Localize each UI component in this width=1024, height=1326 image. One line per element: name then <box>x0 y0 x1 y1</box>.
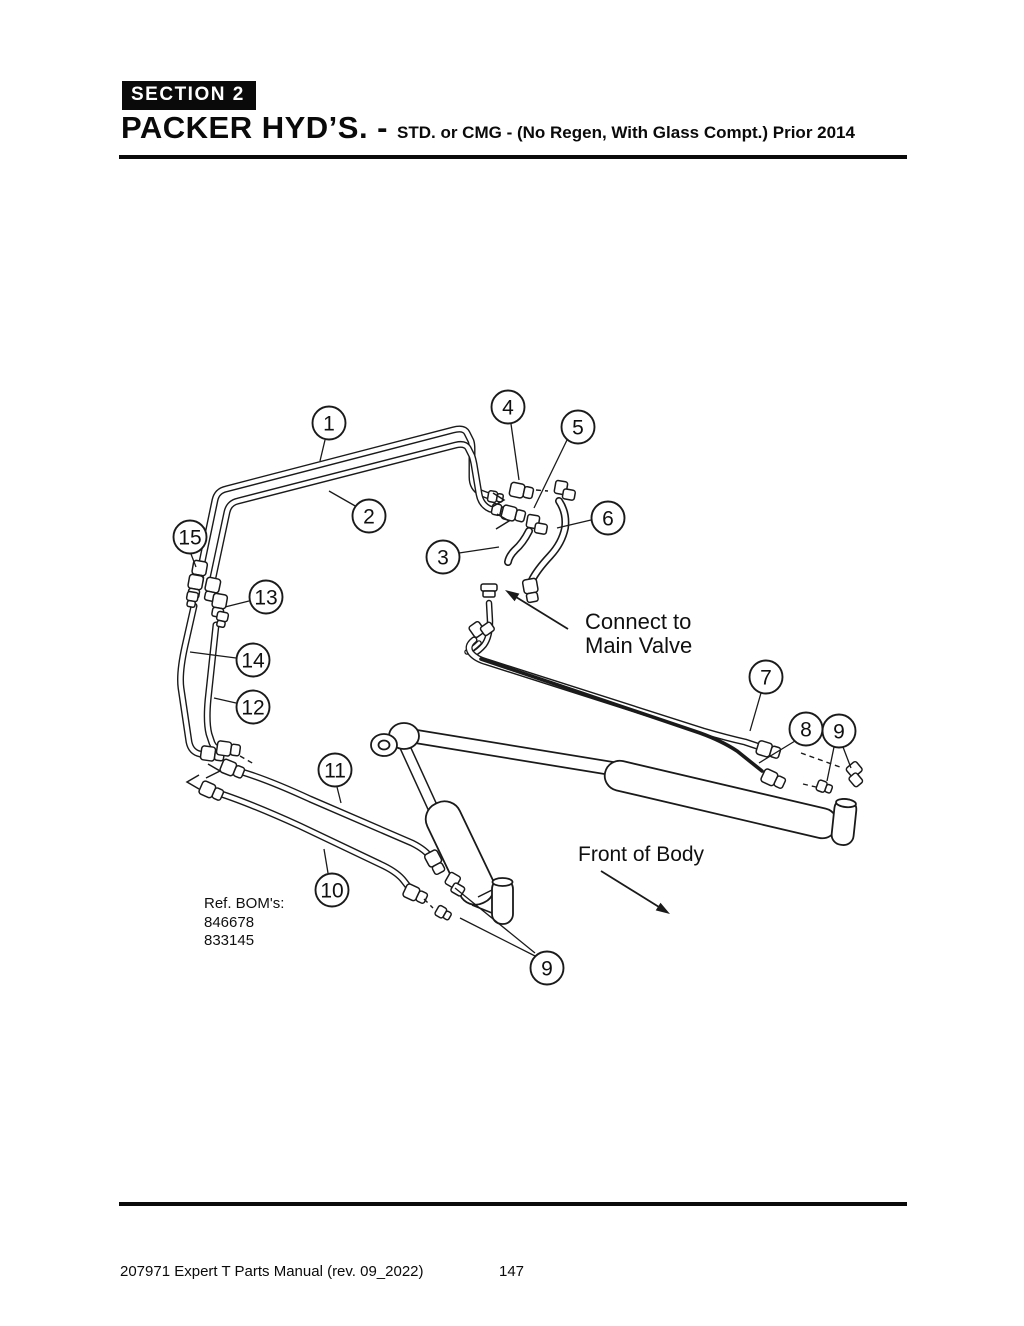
fitting-4 <box>508 481 535 502</box>
fitting-5 <box>499 503 528 525</box>
assembly-marks <box>185 489 841 909</box>
front-of-body-arrow <box>600 870 670 914</box>
page-title-subtitle: STD. or CMG - (No Regen, With Glass Comp… <box>397 123 855 142</box>
ref-bom-heading: Ref. BOM's: <box>204 895 285 912</box>
connect-label-line1: Connect to <box>585 609 692 634</box>
center-cylinder-body <box>424 800 496 906</box>
page-title-main: PACKER HYD’S. - <box>121 110 389 145</box>
callout-2: 2 <box>328 490 387 534</box>
fitting-6-bottom <box>521 577 541 604</box>
svg-text:15: 15 <box>178 527 201 550</box>
connect-label-line2: Main Valve <box>585 632 693 658</box>
fitting-9-right <box>814 778 835 796</box>
callout-3: 3 <box>425 539 500 575</box>
page-title: PACKER HYD’S. - STD. or CMG - (No Regen,… <box>121 110 855 146</box>
svg-text:9: 9 <box>833 721 845 744</box>
fitting-10-start <box>197 779 226 804</box>
front-of-body-label: Front of Body <box>578 843 705 866</box>
callout-12: 12 <box>213 689 271 725</box>
callout-8: 8 <box>758 711 824 764</box>
callout-14: 14 <box>189 642 271 678</box>
svg-text:12: 12 <box>241 697 264 720</box>
callouts: 1 2 3 4 5 6 7 <box>172 389 857 986</box>
callout-9-right: 9 <box>821 713 857 782</box>
svg-text:11: 11 <box>324 760 346 783</box>
callout-9-bottom: 9 <box>454 887 565 986</box>
packer-arm-and-cylinders <box>370 722 858 925</box>
fitting-13c <box>214 610 230 629</box>
callout-10: 10 <box>314 848 350 908</box>
callout-4: 4 <box>490 389 526 481</box>
fitting-11-start <box>218 757 247 781</box>
main-valve-hose-cap <box>480 583 498 598</box>
footer-page-number: 147 <box>499 1263 525 1280</box>
rear-tube-bundle <box>465 636 764 773</box>
callout-13: 13 <box>224 579 284 615</box>
ref-bom-number-1: 846678 <box>204 913 255 931</box>
section-badge: SECTION 2 <box>122 81 256 110</box>
svg-text:6: 6 <box>602 508 614 531</box>
cylinder-clevis <box>370 722 420 757</box>
svg-text:10: 10 <box>320 880 343 903</box>
connect-to-main-valve-label: Connect to Main Valve <box>585 610 692 657</box>
connect-arrow <box>505 590 569 630</box>
footer-manual-title: 207971 Expert T Parts Manual (rev. 09_20… <box>120 1263 424 1280</box>
svg-text:3: 3 <box>437 547 449 570</box>
fitting-9-bottom <box>433 903 454 923</box>
callout-1: 1 <box>311 405 347 462</box>
hydraulic-fittings <box>184 479 870 923</box>
svg-text:2: 2 <box>363 506 375 529</box>
callout-7: 7 <box>748 659 784 732</box>
svg-text:1: 1 <box>323 413 335 436</box>
right-cylinder-body <box>603 759 839 840</box>
svg-text:13: 13 <box>254 587 277 610</box>
svg-text:8: 8 <box>800 719 812 742</box>
packer-cylinder-hoses <box>208 765 440 894</box>
header-rule <box>119 155 907 159</box>
elbow-9-right <box>841 759 870 789</box>
callout-15: 15 <box>172 519 208 568</box>
callout-11: 11 <box>317 752 353 804</box>
footer-rule <box>119 1202 907 1206</box>
fitting-10-end <box>401 882 430 907</box>
svg-text:14: 14 <box>241 650 265 673</box>
fitting-14-end <box>215 739 242 759</box>
svg-text:7: 7 <box>760 667 772 690</box>
callout-6: 6 <box>556 500 626 536</box>
svg-text:5: 5 <box>572 417 584 440</box>
svg-text:4: 4 <box>502 397 514 420</box>
svg-text:9: 9 <box>541 958 553 981</box>
ref-bom-block: Ref. BOM's: 846678 833145 <box>204 895 284 951</box>
ref-bom-number-2: 833145 <box>204 932 255 949</box>
elbow-6-top <box>552 479 578 502</box>
callout-5: 5 <box>533 409 596 509</box>
steel-tube-assembly <box>177 425 505 759</box>
fitting-8b <box>759 767 788 792</box>
